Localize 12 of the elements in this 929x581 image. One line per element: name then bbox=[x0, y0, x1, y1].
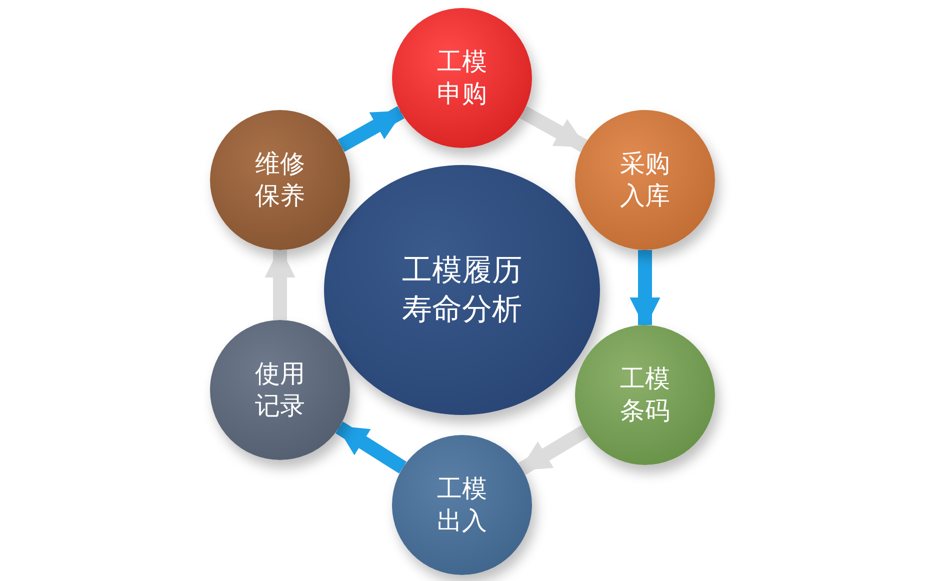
node-label: 工模申购 bbox=[437, 46, 487, 110]
arrow bbox=[338, 106, 404, 152]
circle-node bbox=[575, 110, 715, 250]
arrow bbox=[335, 421, 407, 474]
node-label: 工模履历寿命分析 bbox=[402, 252, 522, 329]
arrow bbox=[518, 425, 589, 475]
node-label: 使用记录 bbox=[255, 358, 305, 422]
node-label: 采购入库 bbox=[620, 148, 670, 212]
node-label: 工模出入 bbox=[437, 472, 487, 537]
arrow bbox=[520, 106, 588, 152]
node-label: 维修保养 bbox=[255, 148, 305, 212]
node-label: 工模条码 bbox=[620, 362, 670, 427]
